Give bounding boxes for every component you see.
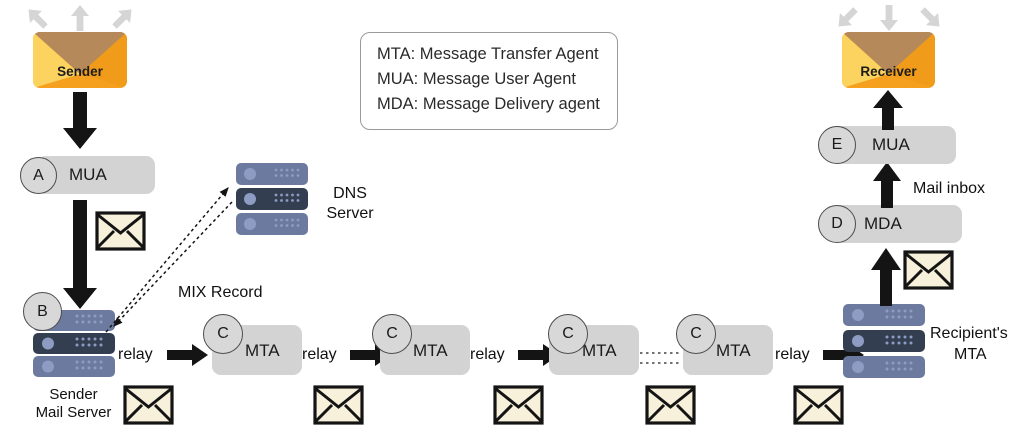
mta-badge-3: C [548, 314, 588, 354]
envelope-icon [95, 211, 146, 251]
mail-envelope-icon [95, 211, 146, 251]
black-arrow-icon [518, 344, 559, 366]
black-arrow-icon [167, 344, 208, 366]
mail-envelope-icon [123, 385, 174, 425]
step-e-badge: E [818, 126, 856, 164]
envelope-icon [313, 385, 364, 425]
step-b-badge: B [23, 292, 62, 331]
step-a-mua-box[interactable]: MUA [37, 156, 155, 194]
receive-arrows-group [833, 2, 945, 34]
sender-mail-server-label-2: Mail Server [35, 404, 112, 421]
sender-mail-server-label-1: Sender [49, 386, 98, 403]
three-gray-down-arrows-icon [838, 5, 940, 31]
mta-badge-2: C [372, 314, 412, 354]
sender-label: Sender [57, 64, 103, 79]
step-e-label: MUA [872, 135, 910, 154]
envelope-icon [903, 250, 954, 290]
black-arrow-icon [63, 92, 97, 149]
legend-line-mta: MTA: Message Transfer Agent [377, 45, 599, 63]
relay-label-1: relay [118, 346, 153, 363]
arrow-mua-to-mailserver [62, 200, 98, 310]
dns-label-1: DNS [333, 185, 367, 202]
dns-server-icon[interactable] [236, 163, 308, 235]
recipient-mta-label-2: MTA [954, 346, 987, 363]
sender-user-icon: Sender [33, 32, 127, 88]
mail-envelope-icon [793, 385, 844, 425]
relay-label-2: relay [302, 346, 337, 363]
black-arrow-icon [873, 90, 903, 130]
mta-label-4: MTA [716, 341, 751, 360]
relay-label-4: relay [775, 346, 810, 363]
step-a-label: MUA [69, 165, 107, 184]
envelope-icon [493, 385, 544, 425]
mta-chain-ellipsis [640, 348, 682, 368]
arrow-relay-3 [518, 344, 560, 366]
mta-label-3: MTA [582, 341, 617, 360]
mta-label-2: MTA [413, 341, 448, 360]
mta-badge-4: C [676, 314, 716, 354]
mail-envelope-icon [313, 385, 364, 425]
mix-record-label: MIX Record [178, 284, 263, 301]
recipient-mta-label-1: Recipient's [930, 325, 1008, 342]
step-a-badge: A [20, 157, 57, 194]
black-arrow-icon [873, 162, 901, 208]
envelope-icon [645, 385, 696, 425]
server-stack-icon [843, 304, 925, 378]
server-stack-icon [236, 163, 308, 235]
arrow-relay-1 [167, 344, 209, 366]
mail-envelope-icon [493, 385, 544, 425]
arrow-sender-to-mua [62, 92, 98, 150]
dns-query-arrows [100, 180, 260, 340]
dotted-link-icon [640, 352, 682, 364]
legend-line-mua: MUA: Message User Agent [377, 70, 576, 89]
step-d-label: MDA [864, 214, 902, 233]
mail-envelope-icon [645, 385, 696, 425]
relay-label-3: relay [470, 346, 505, 363]
user-mail-icon [842, 32, 935, 88]
step-d-badge: D [818, 205, 856, 243]
receiver-user-icon: Receiver [842, 32, 935, 88]
envelope-icon [123, 385, 174, 425]
mta-label-1: MTA [245, 341, 280, 360]
mail-envelope-icon [903, 250, 954, 290]
arrow-mua-to-receiver [872, 90, 904, 130]
arrow-mta-to-mda [870, 248, 902, 306]
legend-line-mda: MDA: Message Delivery agent [377, 95, 600, 114]
mail-inbox-label: Mail inbox [913, 180, 986, 197]
send-arrows-group [25, 2, 137, 34]
user-mail-icon [33, 32, 127, 88]
dotted-query-arrow-icon [105, 187, 233, 333]
envelope-icon [793, 385, 844, 425]
dns-label-2: Server [326, 205, 374, 222]
abbreviation-legend: MTA: Message Transfer Agent MUA: Message… [360, 32, 618, 130]
recipient-mta-server-icon[interactable] [843, 304, 925, 378]
mta-badge-1: C [203, 314, 243, 354]
receiver-label: Receiver [860, 64, 917, 79]
black-arrow-icon [871, 248, 901, 306]
arrow-mda-to-mua [872, 162, 902, 208]
black-arrow-icon [63, 200, 97, 309]
three-gray-up-arrows-icon [28, 5, 132, 31]
